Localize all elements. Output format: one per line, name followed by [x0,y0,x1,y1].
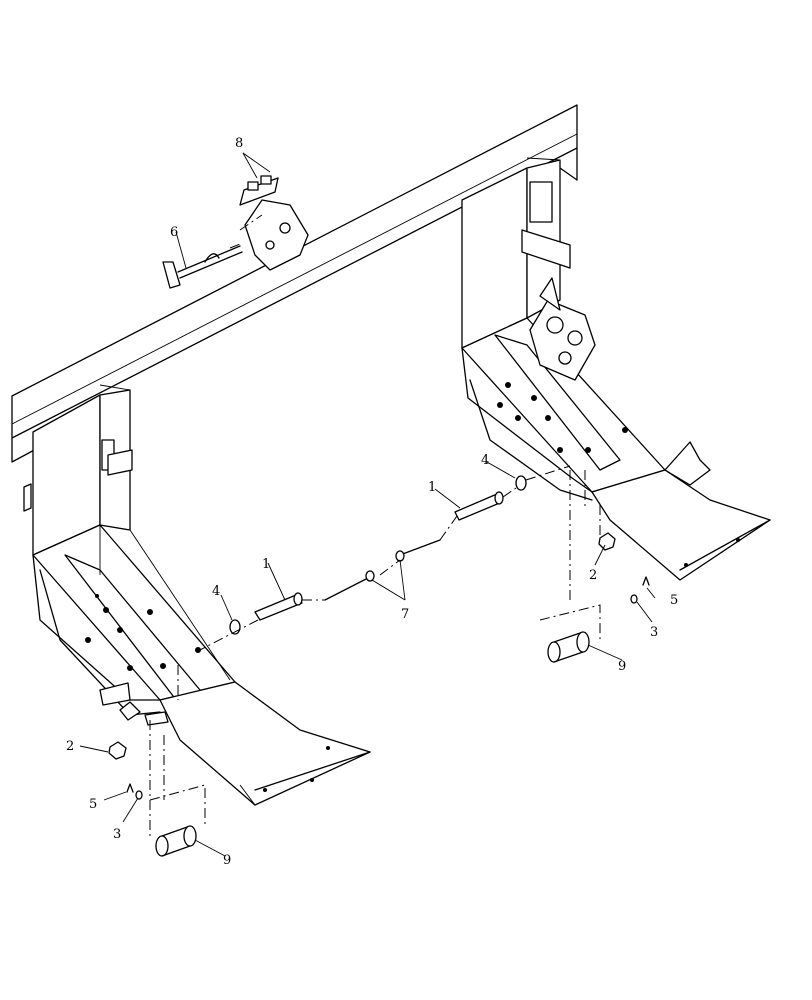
roller-9-right [547,631,590,663]
leader-lines [79,152,656,857]
pin-6 [162,245,243,289]
callout-5-left: 5 [89,797,97,812]
callout-3-right: 3 [650,625,658,640]
callout-2-right: 2 [589,568,597,583]
top-mount-bracket [239,177,309,271]
nut-2-left [108,741,127,760]
washer-3-left [135,790,143,800]
callout-5-right: 5 [670,593,678,608]
washer-3-right [630,594,638,604]
nut-2-right [598,532,616,551]
callouts: 8 6 1 1 4 4 7 2 2 5 5 3 3 9 9 [66,136,678,868]
callout-3-left: 3 [113,827,121,842]
callout-2-left: 2 [66,739,74,754]
pin-5-right [642,576,650,586]
roller-9-left [155,825,197,857]
pin-7-left [324,570,375,601]
main-frame-beam [11,104,578,463]
pin-7-right [395,539,441,562]
callout-9-right: 9 [618,659,626,674]
pin-5-left [126,783,134,793]
bolt-1-left [254,592,303,621]
callout-8: 8 [235,136,243,151]
left-frame-leg [23,384,371,806]
callout-4-left: 4 [212,584,220,599]
callout-1-left: 1 [262,557,270,572]
bolt-1-right [454,491,504,521]
callout-9-left: 9 [223,853,231,868]
assembly-lines [149,214,601,840]
callout-4-right: 4 [481,453,489,468]
right-frame-leg [461,157,771,581]
callout-6: 6 [170,225,178,240]
hardware-8 [247,175,272,191]
washer-4-right [515,475,527,491]
callout-1-right: 1 [428,480,436,495]
callout-7: 7 [401,607,409,622]
